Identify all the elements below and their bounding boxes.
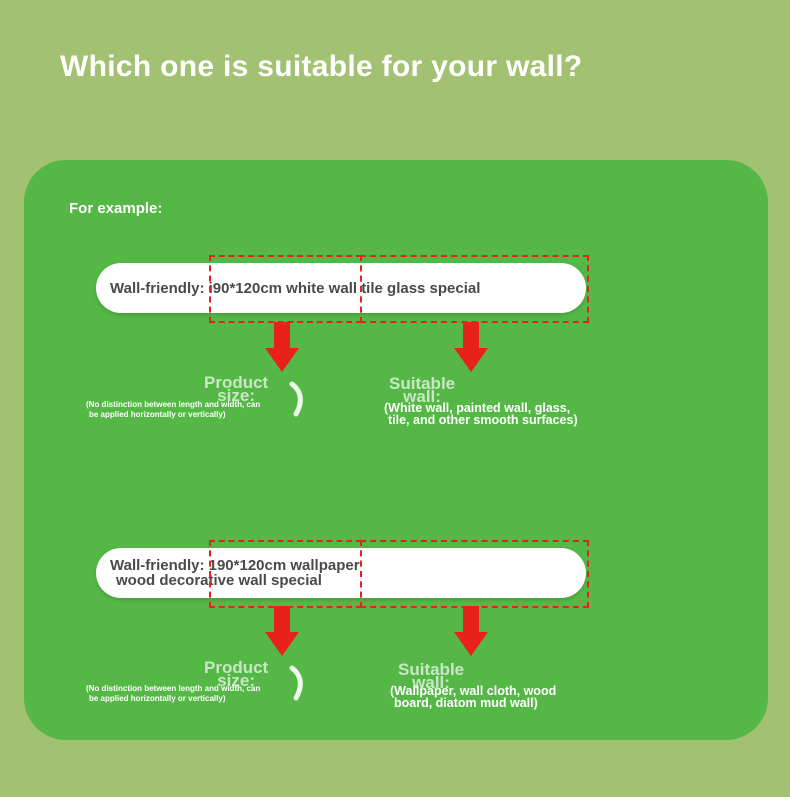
- down-arrow-icon: [265, 606, 299, 656]
- down-arrow-icon: [454, 322, 488, 372]
- wall-friendly-pill-1: Wall-friendly: i90*120cm white wall tile…: [96, 263, 586, 313]
- pill-line-1: Wall-friendly: i90*120cm white wall tile…: [110, 279, 481, 297]
- swoosh-icon: [289, 665, 303, 701]
- pill-text-1: Wall-friendly: i90*120cm white wall tile…: [110, 263, 480, 313]
- intro-label: For example:: [69, 200, 163, 217]
- size-highlight-box-2: [209, 540, 362, 608]
- down-arrow-icon: [454, 606, 488, 656]
- suitable-wall-label: Suitable wall:: [389, 374, 456, 406]
- product-size-label: Product size:: [204, 373, 269, 405]
- example-panel: For example: Wall-friendly: i90*120cm wh…: [24, 160, 768, 740]
- size-note: (No distinction between length and width…: [86, 400, 261, 419]
- wall-highlight-box-1: [360, 255, 589, 323]
- size-note: (No distinction between length and width…: [86, 684, 261, 703]
- page-title: Which one is suitable for your wall?: [60, 50, 583, 83]
- suitable-wall-desc: (White wall, painted wall, glass, tile, …: [384, 401, 578, 427]
- pill-line-2: wood decorative wall special: [116, 572, 322, 589]
- pill-text-2: Wall-friendly: 190*120cm wallpaper wood …: [110, 548, 360, 598]
- wall-highlight-box-2: [360, 540, 589, 608]
- product-size-label: Product size:: [204, 658, 269, 690]
- size-highlight-box-1: [209, 255, 362, 323]
- pill-line-1: Wall-friendly: 190*120cm wallpaper: [110, 557, 360, 574]
- suitable-wall-label: Suitable wall:: [398, 660, 465, 692]
- suitable-wall-desc: (Wallpaper, wall cloth, wood board, diat…: [390, 684, 557, 710]
- swoosh-icon: [289, 381, 303, 417]
- down-arrow-icon: [265, 322, 299, 372]
- wall-friendly-pill-2: Wall-friendly: 190*120cm wallpaper wood …: [96, 548, 586, 598]
